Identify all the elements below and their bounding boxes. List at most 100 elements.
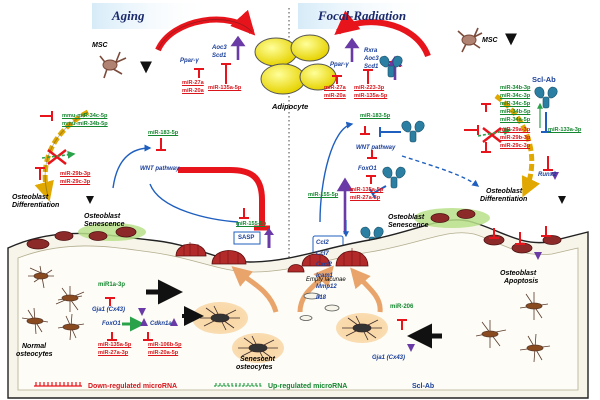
cytokine-il18: Il18	[316, 295, 327, 301]
rad-osteoblast-diff-1: Osteoblast	[486, 188, 523, 195]
adipocyte-label: Adipocyte	[272, 102, 309, 111]
radiation-osteocyte-1	[342, 315, 382, 341]
aging-gja1: Gja1 (Cx43)	[92, 307, 126, 313]
adipocyte-cluster	[254, 34, 337, 95]
aging-mir-135a: miR-135a-5p	[208, 85, 242, 91]
senescent-osteocyte-2	[238, 335, 278, 361]
rad-mir-27a-b: miR-27a-3p	[350, 195, 381, 201]
msc-cell-right	[457, 27, 483, 53]
wnt-sasp-inhibit	[178, 167, 265, 226]
aging-header: Aging	[112, 8, 145, 23]
rad-ppar-gamma: Ppar-γ	[330, 62, 349, 68]
normal-osteocyte-2	[55, 286, 85, 312]
rad-mir-183: miR-183-5p	[360, 113, 391, 119]
senescent-osteocytes-2: osteocytes	[236, 364, 273, 371]
cytokine-cxcl2: Cxcl2	[316, 262, 333, 268]
rad-foxo1: FoxO1	[358, 166, 377, 172]
legend-sclab-label: Scl-Ab	[412, 383, 435, 390]
aging-mir-135a-b: miR-135a-5p	[98, 342, 132, 348]
aging-mir-29c: miR-29c-3p	[60, 179, 91, 185]
rad-osteoblast-sen-2: Senescence	[388, 222, 429, 229]
aging-osteoblast-diff-1: Osteoblast	[12, 194, 49, 201]
rad-osteoblast-apop-2: Apoptosis	[504, 278, 539, 285]
radiation-osteocyte-2	[475, 320, 507, 348]
msc-label-right: MSC	[482, 37, 498, 44]
sasp-box	[233, 231, 261, 245]
aging-foxo1: FoxO1	[102, 321, 121, 327]
rad-wnt-pathway: WNT pathway	[356, 145, 396, 151]
cytokine-ccl7: Ccl7	[316, 251, 329, 257]
rad-osteoblast-apop-1: Osteoblast	[500, 270, 537, 277]
aging-mmu-mir-34b: mmu-miR-34b-5p	[62, 121, 108, 127]
normal-osteocytes-2: osteocytes	[16, 351, 53, 358]
rad-scd1: Scd1	[364, 64, 379, 70]
senescent-osteocyte-1	[200, 305, 240, 331]
rad-osteoblast-sen-1: Osteoblast	[388, 214, 425, 221]
radiation-adipogenesis-arrow	[334, 10, 431, 58]
scl-ab-icon-1	[379, 55, 403, 78]
scl-ab-icon-3	[534, 86, 558, 109]
empty-lacunae-label: Empty lacunae	[306, 277, 346, 283]
aging-adipogenesis-arrow	[155, 9, 256, 52]
small-updown-arrows	[138, 172, 559, 352]
normal-osteocyte-4	[57, 313, 85, 341]
empty-lacunae	[299, 292, 340, 321]
rad-mir-29c: miR-29c-3p	[500, 143, 531, 149]
aging-mir-106b: miR-106b-5p	[148, 342, 182, 348]
rad-mir-135a: miR-135a-5p	[354, 93, 388, 99]
aging-scd1: Scd1	[212, 53, 227, 59]
aging-cdkn1a: Cdkn1a	[150, 321, 172, 327]
rad-mir-223: miR-223-3p	[354, 85, 385, 91]
rad-rxra: Rxra	[364, 48, 378, 54]
normal-osteocyte-3	[21, 307, 49, 335]
aging-osteoblast-diff-2: Differentiation	[12, 202, 60, 209]
aging-mir-20a: miR-20a	[182, 88, 204, 94]
aging-mir-1a: miR1a-3p	[98, 282, 126, 288]
cytokine-icam1: Icam1	[316, 273, 334, 279]
normal-osteocyte-1	[28, 265, 54, 289]
aging-aoc3: Aoc3	[212, 45, 227, 51]
rad-mir-34b-5p: miR-34b-5p	[500, 109, 531, 115]
rad-mir-27a: miR-27a	[324, 85, 346, 91]
rad-aoc3: Aoc3	[364, 56, 379, 62]
radiation-header: Focal-Radiation	[318, 8, 407, 23]
radiation-osteocyte-3	[519, 292, 549, 320]
aging-mir-155: miR-155-5p	[236, 221, 267, 227]
aging-mir-29b: miR-29b-3p	[60, 171, 91, 177]
scl-ab-icon-4	[382, 166, 406, 189]
legend-up-label: Up-regulated microRNA	[268, 383, 348, 390]
rad-mir-155: miR-155-5p	[308, 192, 339, 198]
aging-osteoblast-sen-2: Senescence	[84, 221, 125, 228]
aging-mir-20a-b: miR-20a-5p	[148, 350, 179, 356]
senescent-osteocytes-1: Senescent	[240, 356, 276, 363]
upregulation-arrows	[230, 35, 403, 234]
rad-mir-135a-b: miR-135a-5p	[350, 187, 384, 193]
rad-mir-29b: miR-29b-3p	[500, 135, 531, 141]
rad-mir-29a: miR-29a-3p	[500, 127, 531, 133]
legend-down-marker	[34, 382, 82, 387]
rad-mir-133a: miR-133a-3p	[548, 127, 582, 133]
rad-mir-34a-5p: miR-34a-5p	[500, 117, 531, 123]
radiation-osteocyte-4	[519, 333, 551, 363]
legend-down-label: Down-regulated microRNA	[88, 383, 178, 390]
aging-adipo-inhibitors	[194, 63, 231, 84]
radiation-diff-arc	[494, 93, 540, 198]
cytokine-mmp12: Mmp12	[316, 284, 337, 290]
aging-osteoblast-sen-1: Osteoblast	[84, 213, 121, 220]
scl-ab-icon-2	[401, 120, 425, 143]
aging-mmu-mir-34c: mmu-miR-34c-5p	[62, 113, 108, 119]
rad-mir-20a: miR-20a	[324, 93, 346, 99]
rad-gja1: Gja1 (Cx43)	[372, 355, 406, 361]
rad-mir-34c-5p: miR-34c-5p	[500, 101, 531, 107]
msc-cell-left	[99, 51, 127, 79]
rad-mir-206: miR-206	[390, 304, 414, 310]
aging-mir-27a: miR-27a	[182, 80, 204, 86]
aging-ppar-gamma: Ppar-γ	[180, 58, 199, 64]
sasp-label: SASP	[238, 235, 255, 241]
msc-label-left: MSC	[92, 42, 108, 49]
aging-mir-183: miR-183-5p	[148, 130, 179, 136]
aging-diff-arc	[34, 109, 90, 202]
block-cross-left	[47, 149, 67, 165]
rad-runx2: Runx2	[538, 172, 557, 178]
